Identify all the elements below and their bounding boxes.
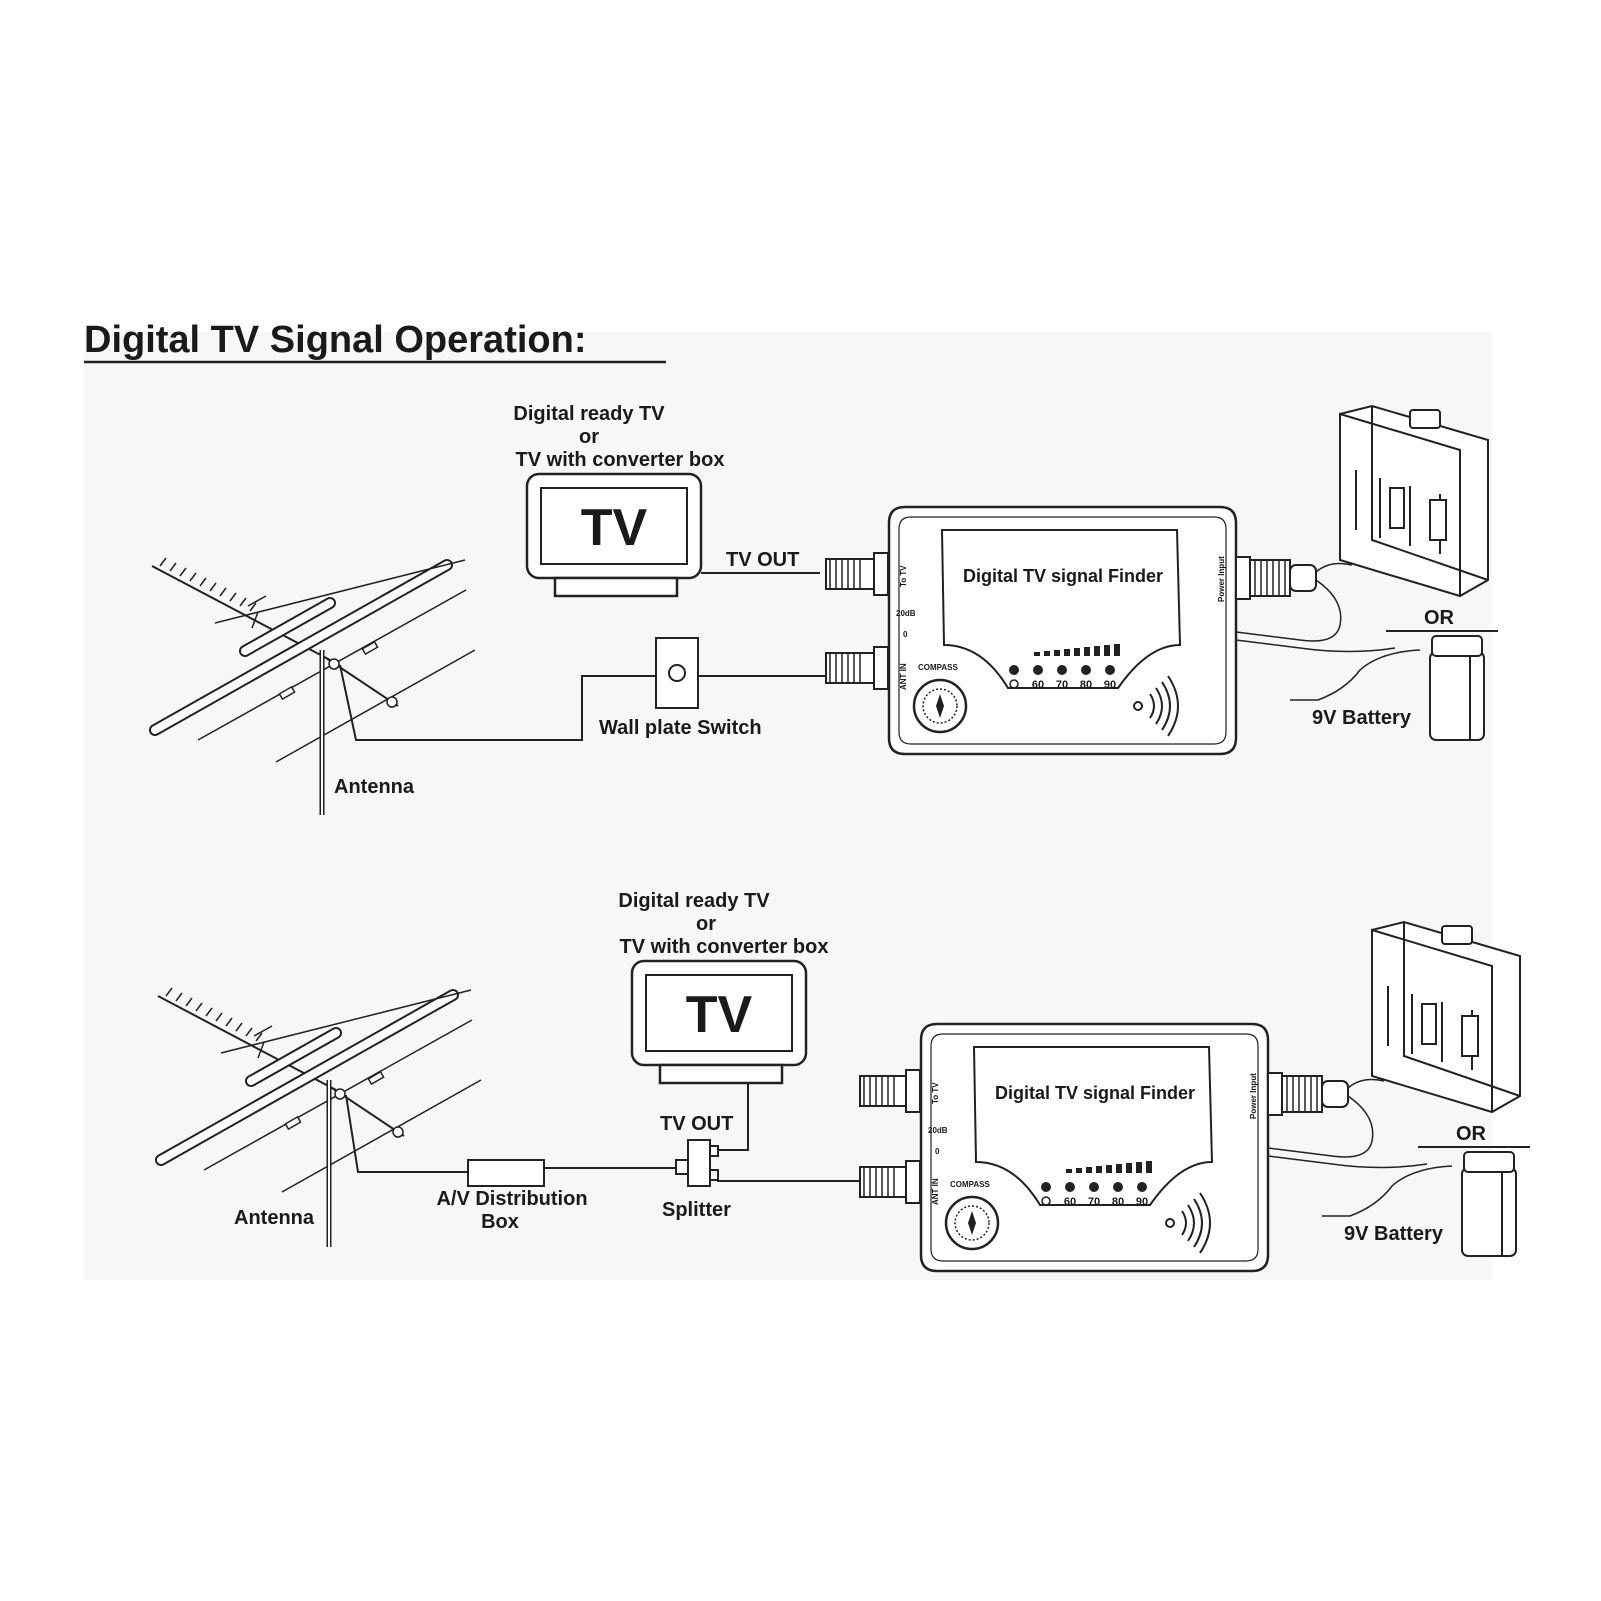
power-icon [1009,679,1019,689]
section-wall-plate: Digital ready TV or TV with converter bo… [149,403,1498,815]
distribution-label-line1: A/V Distribution [436,1188,587,1210]
power-input-label: Power Input [1217,556,1226,602]
antenna-label: Antenna [334,776,415,798]
port-ant-in-label: ANT IN [931,1178,940,1205]
antenna-label: Antenna [234,1207,315,1229]
power-icon [1041,1196,1051,1206]
antenna-cable [345,1094,468,1173]
compass-label: COMPASS [950,1180,991,1189]
yagi-antenna [149,557,476,815]
scale-80: 80 [1112,1196,1124,1208]
attenuator-20db: 20dB [896,609,916,618]
signal-finder: Digital TV signal Finder To TV ANT IN 20… [859,1022,1349,1273]
aa-battery-holder [1371,920,1521,1114]
signal-bars [1066,1161,1152,1173]
signal-bars [1034,644,1120,656]
port-ant-in-label: ANT IN [899,663,908,690]
tv-caption-line1: Digital ready TV [513,403,665,425]
tv-caption-line1: Digital ready TV [618,890,770,912]
tv-out-label: TV OUT [726,549,799,571]
sound-waves-icon [1165,1192,1211,1254]
section-splitter: Digital ready TV or TV with converter bo… [155,890,1530,1273]
finder-title: Digital TV signal Finder [963,566,1163,586]
distribution-label-line2: Box [481,1211,519,1233]
scale-60: 60 [1064,1196,1076,1208]
compass-label: COMPASS [918,663,959,672]
splitter [675,1139,719,1187]
tv-screen-text: TV [686,986,753,1044]
signal-finder: Digital TV signal Finder To TV ANT IN 20… [825,505,1317,756]
attenuator-0: 0 [935,1147,940,1156]
attenuator-20db: 20dB [928,1126,948,1135]
page-title: Digital TV Signal Operation: [84,319,586,361]
or-label: OR [1424,607,1455,629]
port-to-tv-label: To TV [931,1082,940,1104]
scale-70: 70 [1056,679,1068,691]
splitter-label: Splitter [662,1199,731,1221]
level-leds [1041,1182,1147,1192]
sound-waves-icon [1133,675,1179,737]
scale-90: 90 [1136,1196,1148,1208]
distribution-box [467,1159,545,1187]
tv-out-cable [712,1083,749,1151]
finder-title: Digital TV signal Finder [995,1083,1195,1103]
wall-plate-label: Wall plate Switch [599,717,762,739]
scale-70: 70 [1088,1196,1100,1208]
level-leds [1009,665,1115,675]
9v-battery [1461,1151,1517,1257]
tv-caption-line2: or [579,426,599,448]
attenuator-0: 0 [903,630,908,639]
tv-out-label: TV OUT [660,1113,733,1135]
aa-battery-holder [1339,404,1489,598]
or-label: OR [1456,1123,1487,1145]
tv-caption-line3: TV with converter box [620,936,829,958]
splitter-to-finder-cable [717,1175,860,1182]
yagi-antenna [155,987,482,1247]
tv-caption-line3: TV with converter box [516,449,725,471]
tv-set: TV [630,959,808,1085]
antenna-cable [339,664,656,741]
scale-90: 90 [1104,679,1116,691]
scale-60: 60 [1032,679,1044,691]
battery-label: 9V Battery [1312,707,1412,729]
power-input-label: Power Input [1249,1073,1258,1119]
tv-caption-line2: or [696,913,716,935]
scale-80: 80 [1080,679,1092,691]
battery-label: 9V Battery [1344,1223,1444,1245]
9v-battery [1429,635,1485,741]
port-to-tv-label: To TV [899,565,908,587]
tv-screen-text: TV [581,499,648,557]
wall-plate-switch [655,637,699,709]
tv-set: TV [525,472,703,598]
